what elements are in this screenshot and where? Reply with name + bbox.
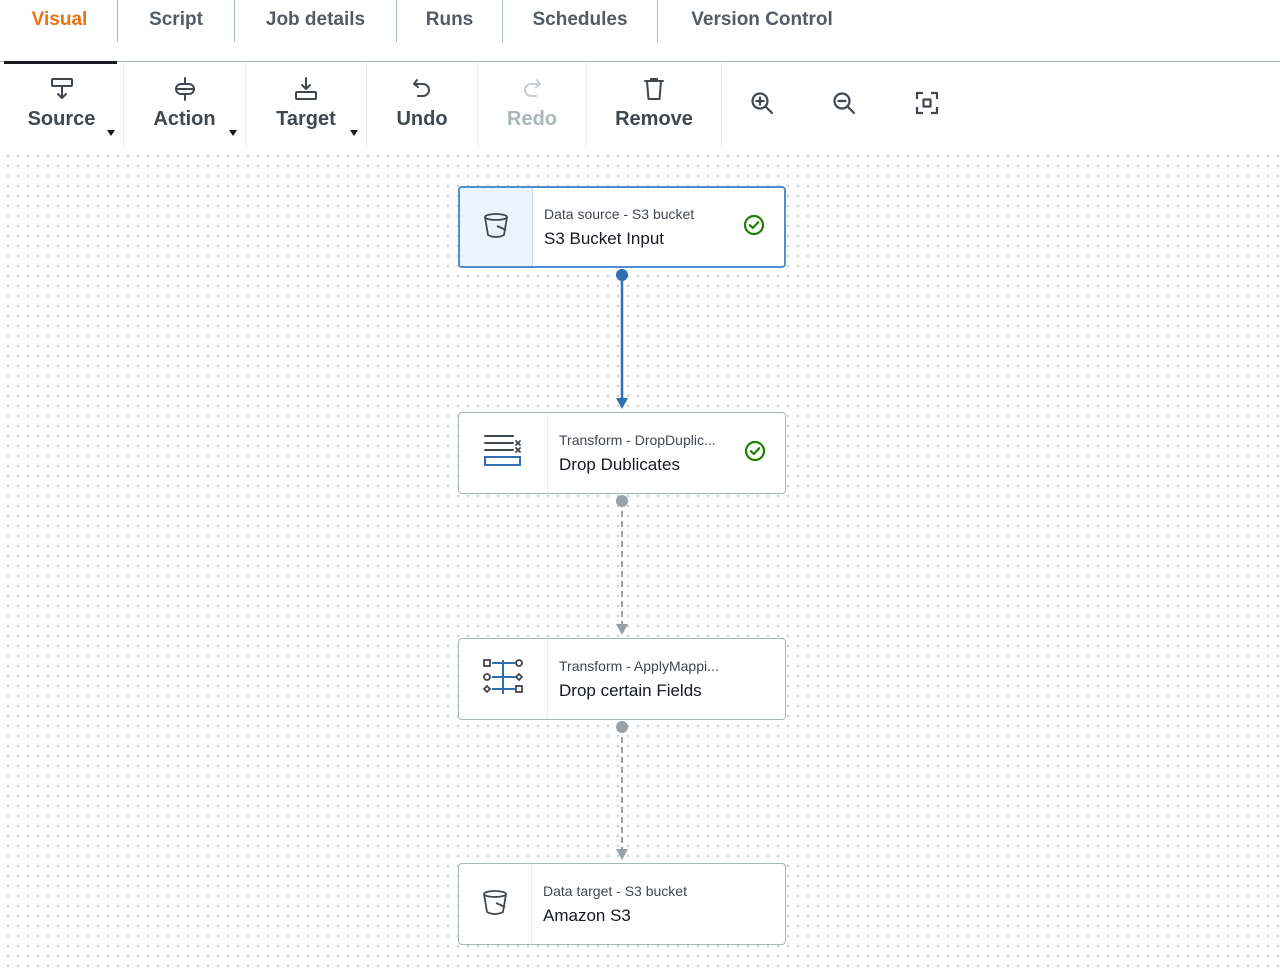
node-title: S3 Bucket Input bbox=[544, 228, 665, 248]
node-type-label: Data target - S3 bucket bbox=[543, 882, 687, 899]
node-apply-mapping[interactable]: Transform - ApplyMappi... Drop certain F… bbox=[458, 638, 786, 720]
target-icon bbox=[293, 76, 319, 102]
tab-runs[interactable]: Runs bbox=[425, 9, 474, 30]
node-type-label: Data source - S3 bucket bbox=[544, 205, 695, 222]
toolbar-divider bbox=[366, 62, 367, 148]
source-dropdown-caret-icon bbox=[107, 130, 115, 136]
toolbar-divider bbox=[586, 62, 587, 148]
node-type-label: Transform - DropDuplic... bbox=[559, 431, 716, 448]
node-title: Drop Dublicates bbox=[559, 454, 680, 474]
source-icon bbox=[49, 76, 75, 102]
node-icon-area bbox=[459, 413, 548, 493]
tab-divider bbox=[234, 0, 235, 42]
node-amazon-s3-target[interactable]: Data target - S3 bucket Amazon S3 bbox=[458, 863, 786, 945]
tab-divider bbox=[657, 0, 658, 42]
toolbar-divider bbox=[245, 62, 246, 148]
node-status bbox=[725, 864, 785, 944]
toolbar-divider bbox=[123, 62, 124, 148]
tab-version-control[interactable]: Version Control bbox=[691, 9, 833, 30]
target-dropdown-caret-icon bbox=[350, 130, 358, 136]
source-button[interactable]: Source bbox=[0, 62, 123, 148]
node-status bbox=[724, 188, 784, 266]
node-status bbox=[725, 639, 785, 719]
undo-icon bbox=[409, 76, 435, 102]
tab-divider bbox=[117, 0, 118, 42]
apply-mapping-icon bbox=[482, 657, 524, 702]
node-type-label: Transform - ApplyMappi... bbox=[559, 657, 719, 674]
node-title: Amazon S3 bbox=[543, 905, 631, 925]
node-body: Transform - ApplyMappi... Drop certain F… bbox=[548, 639, 725, 719]
tab-job-details[interactable]: Job details bbox=[265, 9, 366, 30]
node-s3-bucket-input[interactable]: Data source - S3 bucket S3 Bucket Input bbox=[458, 186, 786, 268]
action-button[interactable]: Action bbox=[124, 62, 245, 148]
tab-visual[interactable]: Visual bbox=[2, 0, 117, 64]
trash-icon bbox=[641, 76, 667, 102]
tab-schedules[interactable]: Schedules bbox=[532, 9, 628, 30]
edge-drop-duplicates-to-apply-mapping[interactable] bbox=[616, 495, 628, 635]
node-body: Data target - S3 bucket Amazon S3 bbox=[532, 864, 725, 944]
workflow-canvas[interactable]: Data source - S3 bucket S3 Bucket Input bbox=[0, 148, 1280, 973]
action-dropdown-caret-icon bbox=[229, 130, 237, 136]
fit-to-screen-button[interactable] bbox=[912, 90, 942, 120]
node-body: Transform - DropDuplic... Drop Dublicate… bbox=[548, 413, 725, 493]
bucket-icon bbox=[481, 210, 511, 245]
toolbar-divider bbox=[477, 62, 478, 148]
zoom-in-icon bbox=[749, 90, 775, 121]
redo-button[interactable]: Redo bbox=[478, 62, 586, 148]
node-drop-duplicates[interactable]: Transform - DropDuplic... Drop Dublicate… bbox=[458, 412, 786, 494]
action-icon bbox=[172, 76, 198, 102]
zoom-in-button[interactable] bbox=[747, 90, 777, 120]
workflow-edges bbox=[616, 269, 628, 860]
node-icon-area bbox=[460, 188, 533, 266]
node-icon-area bbox=[459, 639, 548, 719]
tab-script[interactable]: Script bbox=[149, 9, 203, 30]
edge-apply-mapping-to-target[interactable] bbox=[616, 721, 628, 860]
zoom-out-button[interactable] bbox=[829, 90, 859, 120]
canvas-toolbar: Source Action Target bbox=[0, 62, 1280, 148]
toolbar-divider bbox=[721, 62, 722, 148]
success-check-icon bbox=[743, 214, 765, 241]
node-title: Drop certain Fields bbox=[559, 680, 702, 700]
tab-divider bbox=[396, 0, 397, 42]
redo-icon bbox=[519, 76, 545, 102]
success-check-icon bbox=[744, 440, 766, 467]
node-body: Data source - S3 bucket S3 Bucket Input bbox=[533, 188, 724, 266]
editor-tabs: Visual Script Job details Runs Schedules… bbox=[0, 0, 1280, 64]
remove-button[interactable]: Remove bbox=[587, 62, 721, 148]
bucket-icon bbox=[480, 887, 510, 922]
node-status bbox=[725, 413, 785, 493]
node-icon-area bbox=[459, 864, 532, 944]
target-button[interactable]: Target bbox=[246, 62, 366, 148]
zoom-out-icon bbox=[831, 90, 857, 121]
tab-divider bbox=[502, 0, 503, 42]
edge-source-to-drop-duplicates[interactable] bbox=[616, 269, 628, 409]
undo-button[interactable]: Undo bbox=[367, 62, 477, 148]
drop-duplicates-icon bbox=[483, 432, 523, 475]
fit-to-screen-icon bbox=[914, 90, 940, 121]
